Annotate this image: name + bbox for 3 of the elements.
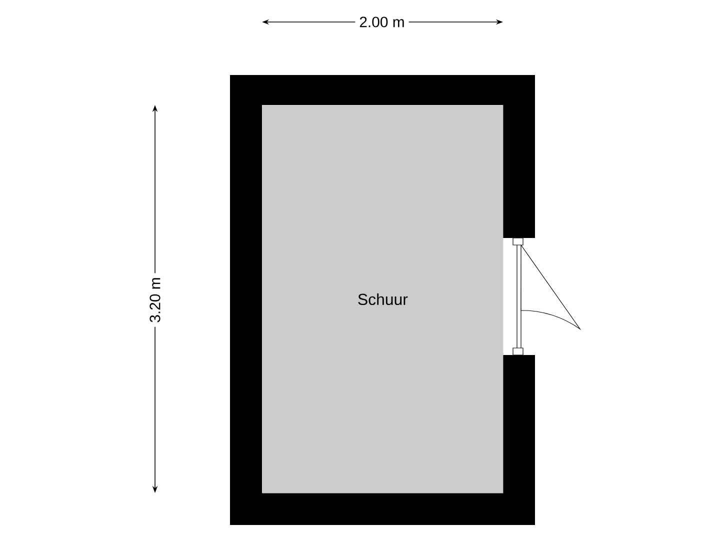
dimension-label: 2.00 m xyxy=(355,12,409,32)
room-area: Schuur xyxy=(262,105,504,494)
dimension-label: 3.20 m xyxy=(146,273,164,327)
